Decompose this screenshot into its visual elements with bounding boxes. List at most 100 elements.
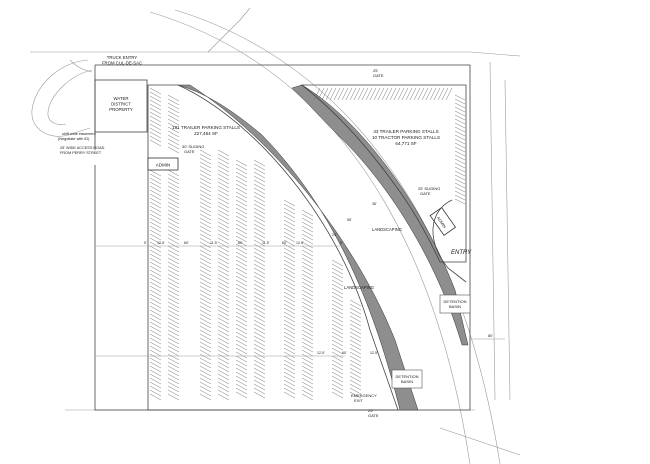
parking-stall-line bbox=[349, 391, 362, 399]
parking-stall-line bbox=[454, 190, 466, 197]
parking-stall-line bbox=[331, 371, 344, 379]
parking-stall-line bbox=[283, 343, 296, 351]
parking-stall-line bbox=[301, 301, 314, 309]
parking-stall-line bbox=[235, 387, 248, 395]
parking-stall-line bbox=[167, 381, 180, 389]
dimension-misc-2: 55' bbox=[347, 218, 352, 222]
parking-stall-line bbox=[149, 189, 162, 197]
parking-stall-line bbox=[199, 173, 212, 181]
parking-stall-line bbox=[301, 393, 314, 401]
parking-stall-line bbox=[149, 245, 162, 253]
parking-stall-line bbox=[235, 379, 248, 387]
svg-text:(Negotiate with ID): (Negotiate with ID) bbox=[58, 137, 90, 141]
parking-stall-line bbox=[331, 355, 344, 363]
parking-stall-line bbox=[217, 169, 230, 177]
parking-stall-line bbox=[199, 373, 212, 381]
parking-stall-line bbox=[301, 269, 314, 277]
parking-stall-line bbox=[149, 233, 162, 241]
parking-stall-line bbox=[454, 130, 466, 137]
parking-stall-line bbox=[217, 325, 230, 333]
parking-stall-line bbox=[235, 175, 248, 183]
parking-stall-line bbox=[199, 237, 212, 245]
svg-text:EXIT: EXIT bbox=[354, 398, 363, 403]
parking-stall-line bbox=[149, 181, 162, 189]
parking-stall-line bbox=[253, 179, 266, 187]
parking-stall-line bbox=[167, 225, 180, 233]
parking-stall-line bbox=[149, 297, 162, 305]
parking-stall-line bbox=[389, 87, 397, 101]
parking-stall-line bbox=[301, 245, 314, 253]
parking-stall-line bbox=[167, 130, 180, 138]
parking-stall-line bbox=[283, 239, 296, 247]
parking-stall-line bbox=[149, 377, 162, 385]
svg-text:25': 25' bbox=[373, 68, 378, 73]
parking-stall-line bbox=[149, 345, 162, 353]
parking-stall-line bbox=[349, 343, 362, 351]
parking-stall-line bbox=[235, 355, 248, 363]
parking-stall-line bbox=[199, 333, 212, 341]
parking-stall-line bbox=[167, 229, 180, 237]
svg-text:25' SLIDING: 25' SLIDING bbox=[418, 186, 440, 191]
parking-stall-line bbox=[283, 279, 296, 287]
parking-stall-line bbox=[253, 351, 266, 359]
parking-stall-line bbox=[253, 231, 266, 239]
parking-stall-line bbox=[253, 291, 266, 299]
parking-stall-line bbox=[217, 197, 230, 205]
svg-text:181 TRAILER PARKING STALLS: 181 TRAILER PARKING STALLS bbox=[172, 125, 240, 130]
parking-stall-line bbox=[301, 233, 314, 241]
parking-stall-line bbox=[167, 265, 180, 273]
parking-stall-line bbox=[199, 213, 212, 221]
parking-stall-line bbox=[167, 325, 180, 333]
parking-stall-line bbox=[301, 253, 314, 261]
parking-stall-line bbox=[167, 361, 180, 369]
parking-stall-line bbox=[199, 241, 212, 249]
parking-stall-line bbox=[217, 337, 230, 345]
parking-stall-line bbox=[149, 273, 162, 281]
parking-stall-line bbox=[283, 339, 296, 347]
parking-stall-line bbox=[199, 273, 212, 281]
parking-stall-line bbox=[331, 383, 344, 391]
parking-stall-line bbox=[349, 375, 362, 383]
parking-stall-line bbox=[149, 249, 162, 257]
truck-entry-label: TRUCK ENTRY FROM CUL-DE-SAC bbox=[102, 55, 142, 66]
parking-stall-line bbox=[253, 339, 266, 347]
parking-stall-line bbox=[253, 303, 266, 311]
parking-stall-line bbox=[253, 287, 266, 295]
parking-stall-line bbox=[167, 369, 180, 377]
parking-stall-line bbox=[235, 191, 248, 199]
parking-stall-line bbox=[301, 257, 314, 265]
parking-stall-line bbox=[235, 367, 248, 375]
svg-text:5': 5' bbox=[144, 241, 147, 245]
parking-stall-line bbox=[167, 341, 180, 349]
svg-text:60': 60' bbox=[282, 241, 287, 245]
east-lot-outline bbox=[300, 84, 467, 263]
parking-stall-line bbox=[331, 311, 344, 319]
parking-stall-line bbox=[365, 87, 373, 101]
parking-stall-line bbox=[253, 199, 266, 207]
parking-stall-line bbox=[199, 297, 212, 305]
parking-stall-line bbox=[253, 327, 266, 335]
parking-stall-line bbox=[253, 159, 266, 167]
parking-stall-line bbox=[283, 223, 296, 231]
parking-stall-line bbox=[167, 98, 180, 106]
parking-stall-line bbox=[454, 114, 466, 121]
parking-stall-line bbox=[283, 231, 296, 239]
parking-stall-line bbox=[199, 265, 212, 273]
parking-stall-line bbox=[149, 329, 162, 337]
parking-stall-line bbox=[283, 307, 296, 315]
parking-stall-line bbox=[217, 377, 230, 385]
parking-stall-line bbox=[235, 199, 248, 207]
parking-stall-line bbox=[199, 289, 212, 297]
parking-stall-line bbox=[167, 110, 180, 118]
parking-stall-line bbox=[253, 239, 266, 247]
parking-stall-line bbox=[217, 225, 230, 233]
parking-stall-line bbox=[199, 177, 212, 185]
parking-stall-line bbox=[313, 87, 321, 101]
parking-stall-line bbox=[349, 379, 362, 387]
parking-stall-line bbox=[349, 307, 362, 315]
parking-stall-line bbox=[253, 367, 266, 375]
parking-stall-line bbox=[235, 295, 248, 303]
parking-stall-line bbox=[301, 281, 314, 289]
parking-stall-line bbox=[199, 281, 212, 289]
parking-stall-line bbox=[253, 247, 266, 255]
